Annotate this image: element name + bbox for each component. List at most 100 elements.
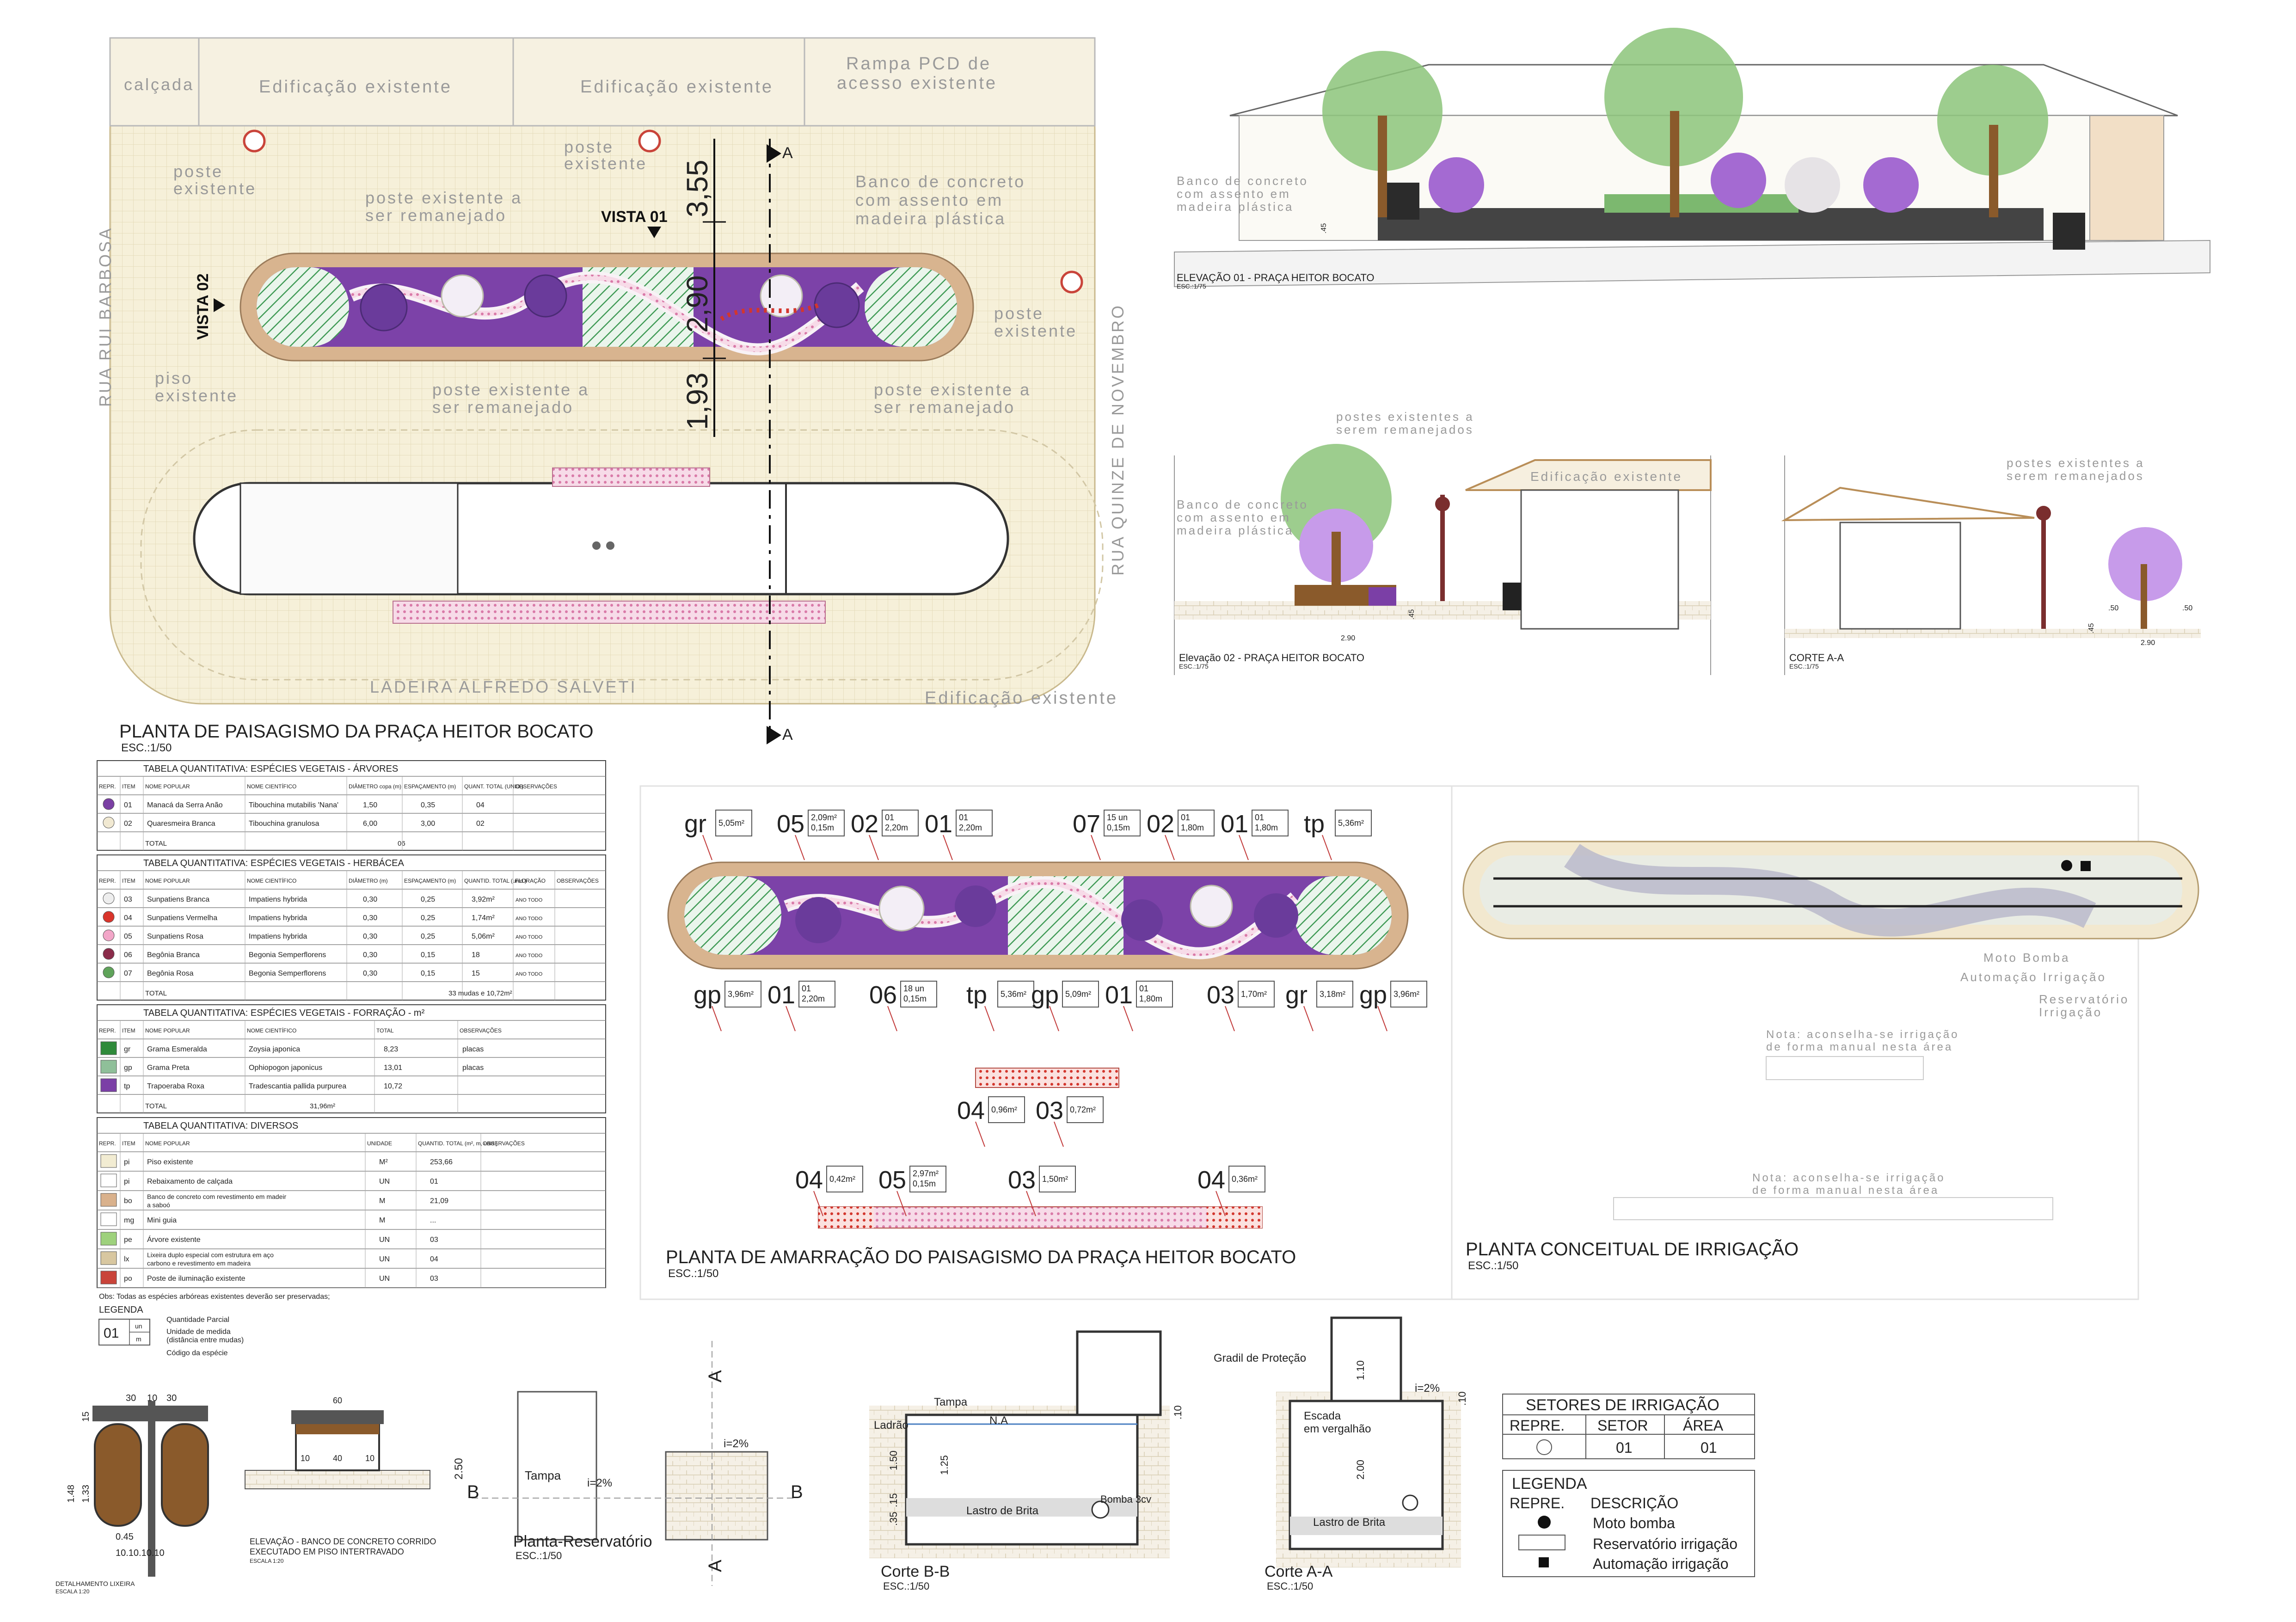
lix-d3: 30 <box>166 1393 177 1403</box>
table-cell: carbono e revestimento em madeira <box>147 1260 251 1267</box>
anchor-code: 06 <box>869 981 897 1009</box>
table-cell: 05 <box>124 933 132 940</box>
legend-un: un <box>135 1322 142 1330</box>
table-cell: Tibouchina granulosa <box>249 820 319 828</box>
irrigation-plan: Moto Bomba Automação Irrigação Reservató… <box>1462 841 2199 1272</box>
table-cell: Lixeira duplo especial com estrutura em … <box>147 1251 274 1259</box>
motor-pump-icon <box>1538 1516 1551 1529</box>
existing-buildings-strip <box>109 37 1096 127</box>
cut-label-top: A <box>782 144 793 162</box>
anchor-code: 02 <box>1147 810 1174 838</box>
table-cell: M <box>379 1197 385 1205</box>
table-cell: 0,15 <box>421 951 435 959</box>
table-header: REPR. <box>99 783 116 790</box>
motor-pump-icon <box>2061 860 2072 871</box>
anchor-code: 04 <box>1197 1166 1225 1194</box>
sectors-v2: 01 <box>1616 1439 1633 1456</box>
species-symbol <box>103 948 115 960</box>
res-a-top: A <box>705 1370 725 1382</box>
table-cell: pe <box>124 1236 132 1244</box>
anchor-spacing: 1,80m <box>1181 823 1204 832</box>
label-banco-2: com assento em <box>855 190 1003 209</box>
table-cell: 0,35 <box>421 801 435 809</box>
bb-ladrao: Ladrão <box>874 1419 909 1432</box>
label-calcada: calçada <box>124 75 194 94</box>
table-header: NOME POPULAR <box>145 783 190 790</box>
banco-d2: 10 <box>301 1454 310 1463</box>
anchor-qty: 01 <box>1255 813 1264 822</box>
item-symbol <box>100 1251 117 1265</box>
cortea-d2: .50 <box>2182 604 2192 612</box>
anchor-qty: 0,72m² <box>1070 1105 1096 1114</box>
bb-d5: .10 <box>1172 1405 1184 1419</box>
elev01-label-3: madeira plástica <box>1177 200 1294 214</box>
bb-lastro: Lastro de Brita <box>966 1505 1039 1517</box>
table-cell: Rebaixamento de calçada <box>147 1178 233 1186</box>
aa-d1: 1.10 <box>1355 1360 1366 1380</box>
elev02-banco-3: madeira plástica <box>1177 523 1294 537</box>
label-poste-3b: existente <box>994 321 1077 340</box>
table-cell: M² <box>379 1158 388 1166</box>
table-header: DIÂMETRO (m) <box>349 877 388 884</box>
automation-icon <box>1539 1557 1549 1567</box>
label-poste-2: poste <box>564 137 614 156</box>
species-symbol <box>103 911 115 923</box>
table-header: ITEM <box>122 1027 135 1034</box>
label-remanejado-3b: ser remanejado <box>874 398 1015 417</box>
table-cell: 0,30 <box>363 970 377 977</box>
irrig-note-1: Nota: aconselha-se irrigação <box>1766 1028 1959 1041</box>
lix-h3: 15 <box>81 1412 91 1422</box>
irrigation-sectors-table: SETORES DE IRRIGAÇÃO REPRE. SETOR ÁREA 0… <box>1502 1394 1755 1577</box>
table-cell: gp <box>124 1064 132 1072</box>
anchor-code: 03 <box>1207 981 1234 1009</box>
banco-d1: 60 <box>333 1396 342 1405</box>
bb-tampa: Tampa <box>934 1396 968 1408</box>
aa-d3: .10 <box>1456 1391 1468 1406</box>
trash-bin-detail: 30 10 30 1.48 1.33 15 0.45 10.10.10.10 D… <box>55 1393 209 1595</box>
cortea-scale: ESC.:1/75 <box>1789 663 1819 670</box>
table-total: 06 <box>398 840 405 848</box>
res-title: Planta-Reservatório <box>513 1533 652 1550</box>
table-cell: 0,30 <box>363 896 377 903</box>
table-cell: placas <box>462 1045 484 1053</box>
aa-title: Corte A-A <box>1265 1563 1333 1580</box>
bb-na: N.A <box>989 1414 1008 1427</box>
table-header: NOME CIENTÍFICO <box>247 877 296 884</box>
anchor-qty: 1,50m² <box>1042 1174 1068 1184</box>
table-cell: Tradescantia pallida purpurea <box>249 1082 346 1090</box>
landscape-plan: calçada Edificação existente Edificação … <box>96 37 1127 754</box>
cortea-dim: 2.90 <box>2141 639 2155 647</box>
sector-symbol <box>1536 1439 1552 1455</box>
elev02-edificacao: Edificação existente <box>1530 469 1682 484</box>
table-cell: 03 <box>430 1275 438 1283</box>
species-symbol <box>100 1078 117 1092</box>
table-cell: 3,00 <box>421 820 435 828</box>
irrig-moto: Moto Bomba <box>1983 951 2070 965</box>
elev02-postes-2: serem remanejados <box>1336 423 1474 436</box>
table-title: TABELA QUANTITATIVA: ESPÉCIES VEGETAIS -… <box>143 763 398 774</box>
aa-d2: 2.00 <box>1355 1460 1366 1480</box>
cortea-d1: .50 <box>2108 604 2118 612</box>
legend-l4: Código da espécie <box>166 1349 228 1357</box>
anchor-code: gr <box>1285 981 1308 1009</box>
table-header: ESPAÇAMENTO (m) <box>404 783 456 790</box>
lix-h2: 1.33 <box>81 1485 91 1503</box>
anchor-code: 05 <box>777 810 804 838</box>
cortea-postes-1: postes existentes a <box>2007 456 2145 470</box>
post-icon <box>243 129 266 153</box>
label-poste-1b: existente <box>173 179 257 198</box>
table-cell: lx <box>124 1255 129 1263</box>
legend-title: LEGENDA <box>99 1305 143 1315</box>
legend-l2: Unidade de medida <box>166 1328 231 1336</box>
table-cell: 5,06m² <box>472 933 495 940</box>
res-i2b: i=2% <box>724 1438 749 1450</box>
table-cell: pi <box>124 1158 129 1166</box>
table-cell: ANO TODO <box>516 953 543 958</box>
table-cell: 04 <box>124 914 132 922</box>
table-cell: UN <box>379 1178 390 1186</box>
label-remanejado-2: poste existente a <box>432 380 589 399</box>
anchor-code: tp <box>966 981 987 1009</box>
